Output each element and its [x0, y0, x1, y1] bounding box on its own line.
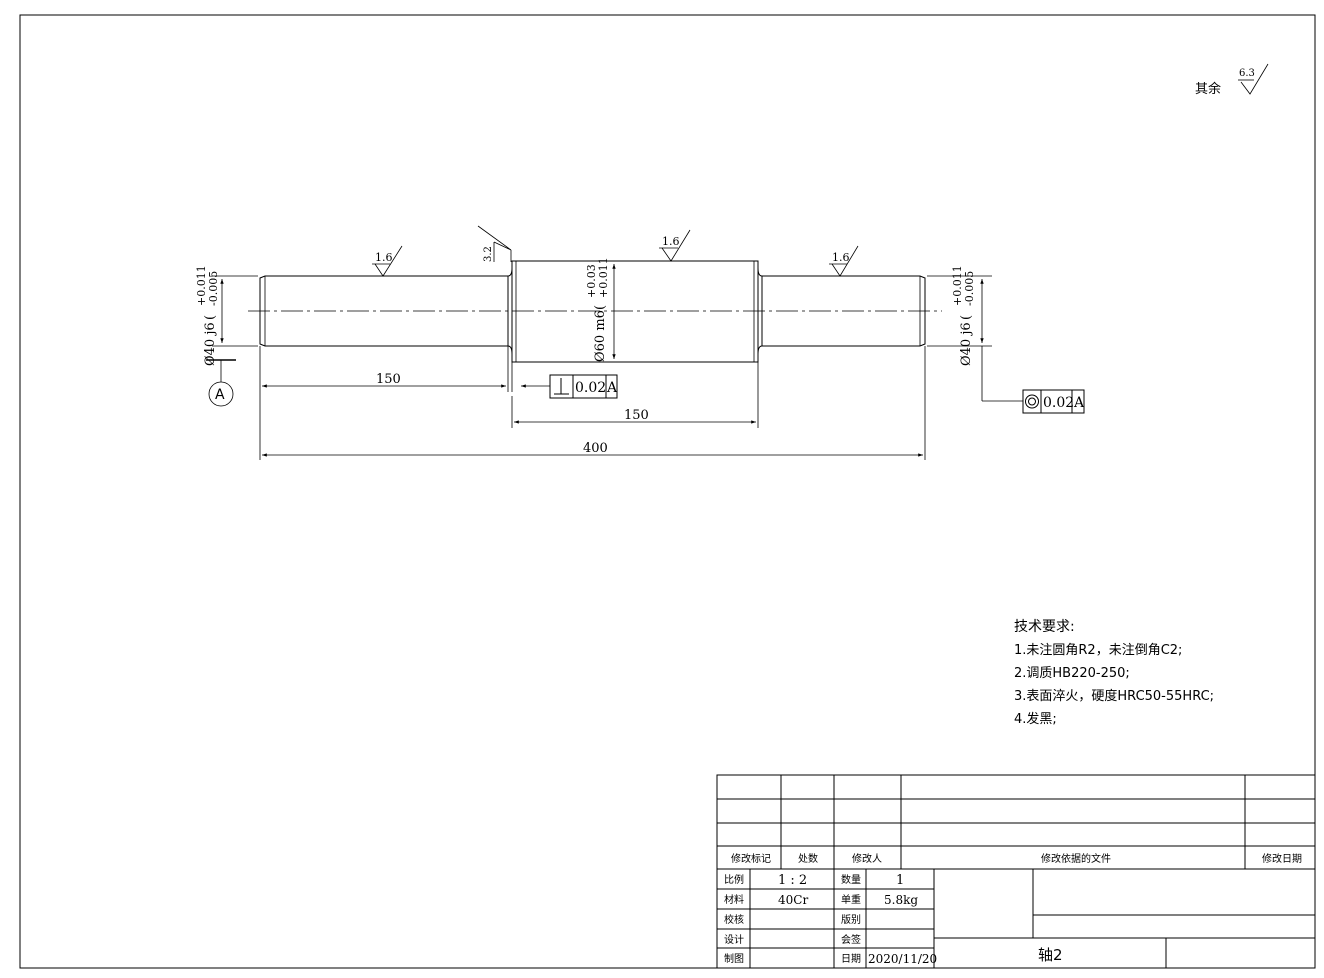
roughness-right-journal: 1.6: [829, 245, 859, 277]
quantity-label: 数量: [841, 873, 861, 886]
concentricity-value: 0.02: [1043, 395, 1074, 411]
general-roughness: 其余 6.3: [1195, 63, 1269, 97]
perpendicularity-datum: A: [606, 380, 618, 396]
mid-diameter-dimension: Ø60 m6 ( +0.03 +0.011: [585, 257, 616, 362]
scale-value: 1 : 2: [778, 873, 807, 888]
svg-text:1.6: 1.6: [662, 235, 680, 248]
material-value: 40Cr: [778, 893, 808, 907]
part-name: 轴2: [1038, 946, 1063, 964]
mid-dia-text: Ø60 m6: [593, 310, 608, 362]
perpendicularity-value: 0.02: [575, 380, 606, 396]
roughness-left-journal: 1.6: [372, 245, 403, 277]
rev-mark-header: 修改标记: [731, 852, 771, 865]
tech-req-item: 1.未注圆角R2，未注倒角C2;: [1014, 643, 1182, 658]
rev-count-header: 处数: [798, 852, 818, 865]
rev-document-header: 修改依据的文件: [1041, 852, 1111, 865]
tech-req-item: 2.调质HB220-250;: [1014, 666, 1130, 681]
perpendicularity-callout: 0.02 A: [511, 362, 618, 399]
title-block: 修改标记 处数 修改人 修改依据的文件 修改日期 比例 1 : 2 数量 1 材…: [716, 774, 1316, 969]
svg-text:-0.005: -0.005: [207, 271, 220, 306]
unit-weight-value: 5.8kg: [884, 893, 918, 907]
datum-label: A: [215, 387, 225, 403]
general-roughness-value: 6.3: [1239, 68, 1255, 79]
svg-text:+0.011: +0.011: [195, 265, 208, 306]
len-left-text: 150: [376, 372, 401, 387]
len-total-text: 400: [583, 441, 608, 456]
datum-a: A: [206, 359, 236, 407]
right-diameter-dimension: Ø40 j6 ( +0.011 -0.005: [927, 265, 992, 366]
drawn-label: 制图: [724, 952, 744, 965]
svg-text:+0.011: +0.011: [597, 257, 610, 298]
concentricity-datum: A: [1073, 395, 1085, 411]
left-diameter-dimension: Ø40 j6 ( +0.011 -0.005: [195, 265, 258, 366]
svg-text:(: (: [959, 315, 974, 320]
tech-req-title: 技术要求:: [1014, 619, 1075, 635]
version-label: 版别: [841, 913, 861, 926]
check-label: 校核: [724, 913, 744, 926]
concentricity-callout: 0.02 A: [981, 346, 1085, 414]
svg-text:1.6: 1.6: [375, 251, 393, 264]
unit-weight-label: 单重: [841, 893, 861, 906]
tech-req-item: 4.发黑;: [1014, 711, 1057, 727]
sheet-border: [19, 14, 1316, 969]
scale-label: 比例: [724, 873, 744, 886]
quantity-value: 1: [896, 873, 904, 888]
svg-text:1.6: 1.6: [832, 251, 850, 264]
date-value: 2020/11/20: [868, 952, 937, 966]
roughness-shoulder-face: 3.2: [477, 225, 512, 262]
svg-text:+0.03: +0.03: [585, 264, 598, 298]
right-dia-text: Ø40 j6: [959, 322, 974, 366]
roughness-middle-body: 1.6: [659, 229, 691, 262]
rev-person-header: 修改人: [852, 852, 882, 865]
svg-text:-0.005: -0.005: [963, 271, 976, 306]
svg-text:3.2: 3.2: [483, 246, 494, 262]
material-label: 材料: [724, 893, 744, 906]
tech-req-item: 3.表面淬火，硬度HRC50-55HRC;: [1014, 688, 1214, 704]
other-surfaces-label: 其余: [1195, 81, 1221, 97]
left-dia-text: Ø40 j6: [203, 322, 218, 366]
technical-requirements: 技术要求: 1.未注圆角R2，未注倒角C2; 2.调质HB220-250; 3.…: [1014, 619, 1214, 727]
len-mid-text: 150: [624, 408, 649, 423]
svg-text:(: (: [203, 315, 218, 320]
svg-text:+0.011: +0.011: [951, 265, 964, 306]
design-label: 设计: [724, 933, 744, 946]
svg-text:(: (: [593, 305, 608, 310]
rev-date-header: 修改日期: [1262, 852, 1302, 865]
length-dimensions: 150 150 400: [259, 346, 926, 460]
date-label: 日期: [841, 953, 861, 965]
shaft-outline: [248, 260, 942, 363]
countersign-label: 会签: [841, 933, 861, 946]
